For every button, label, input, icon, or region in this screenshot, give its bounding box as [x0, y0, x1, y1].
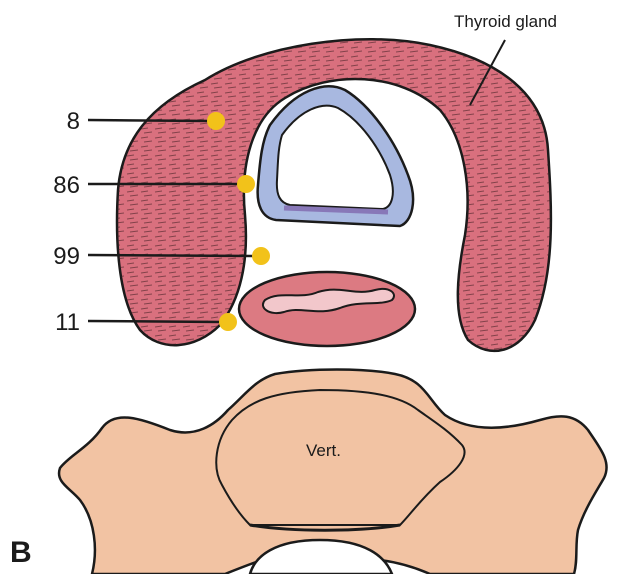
- node-marker: [252, 247, 270, 265]
- node-marker: [219, 313, 237, 331]
- esophagus: [239, 272, 415, 346]
- node-label-86: 86: [53, 172, 80, 199]
- node-label-99: 99: [53, 243, 80, 270]
- node-leader-line: [88, 321, 222, 322]
- vertebra-label: Vert.: [306, 441, 341, 460]
- node-label-8: 8: [67, 108, 80, 135]
- node-leader-line: [88, 255, 253, 256]
- node-label-11: 11: [55, 309, 80, 336]
- thyroid-gland-label: Thyroid gland: [454, 12, 557, 31]
- node-marker: [237, 175, 255, 193]
- node-leader-line: [88, 120, 210, 121]
- panel-label: B: [10, 536, 32, 569]
- node-marker: [207, 112, 225, 130]
- vertebra: [59, 370, 607, 574]
- trachea: [258, 86, 413, 226]
